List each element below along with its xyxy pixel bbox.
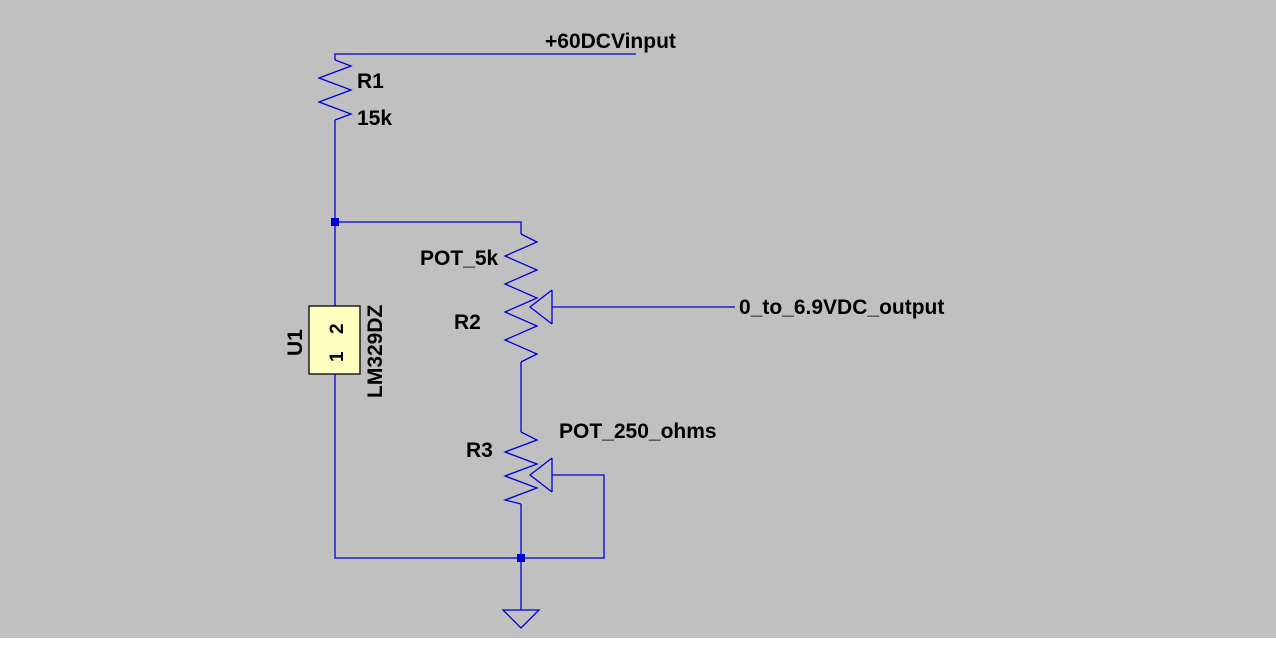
r1-name-label[interactable]: R1 <box>357 70 384 93</box>
ground-icon[interactable] <box>501 609 541 629</box>
schematic-canvas[interactable] <box>0 0 1276 638</box>
input-net-wire[interactable] <box>334 53 636 60</box>
schematic-diagram: +60DCVinput R1 15k POT_5k R2 0_to_6.9VDC… <box>284 30 944 629</box>
u1-part-label[interactable]: LM329DZ <box>364 304 387 398</box>
junction-dot-top <box>331 218 339 226</box>
output-net-label[interactable]: 0_to_6.9VDC_output <box>739 296 944 319</box>
u1-reference-diode-icon[interactable] <box>308 222 521 559</box>
u1-pin1-label: 1 <box>327 351 348 362</box>
input-net-label[interactable]: +60DCVinput <box>545 30 676 53</box>
r1-value-label[interactable]: 15k <box>357 107 392 130</box>
junction-to-r2-wire[interactable] <box>335 221 522 234</box>
r3-potentiometer-icon[interactable] <box>502 431 553 505</box>
r3-wiper-loop-wire[interactable] <box>521 474 605 559</box>
r3-value-label[interactable]: POT_250_ohms <box>559 420 717 443</box>
r2-value-label[interactable]: POT_5k <box>420 247 499 270</box>
u1-pin2-label: 2 <box>327 323 348 334</box>
junction-dot-bottom <box>517 554 525 562</box>
r3-name-label[interactable]: R3 <box>466 439 493 462</box>
status-strip <box>0 638 1276 652</box>
r2-potentiometer-icon[interactable] <box>503 233 553 363</box>
r1-resistor-icon[interactable] <box>317 59 353 121</box>
r2-name-label[interactable]: R2 <box>454 311 481 334</box>
u1-name-label[interactable]: U1 <box>284 329 307 356</box>
